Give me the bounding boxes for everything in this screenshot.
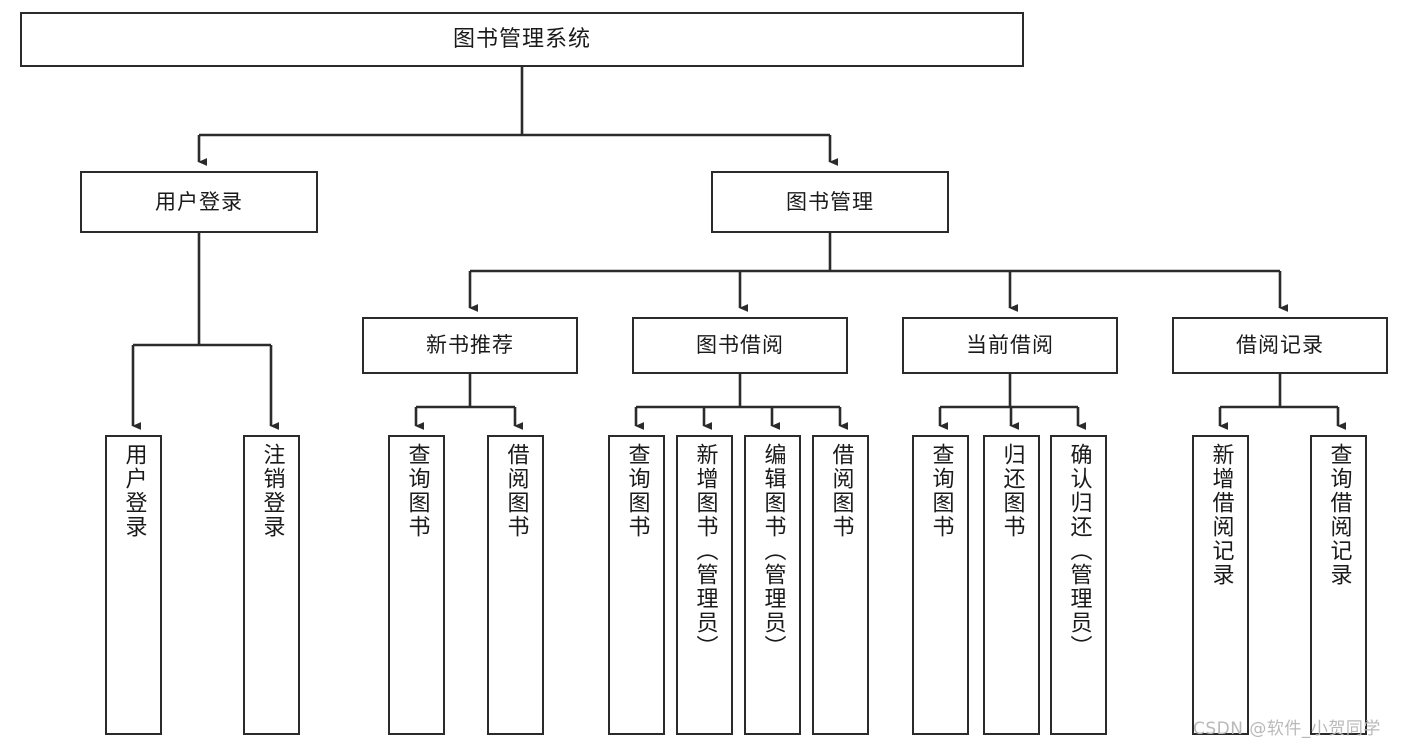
leaf-borrow-lend-book[interactable]: 借阅图书	[812, 435, 869, 735]
node-label: 编辑图书（管理员）	[760, 443, 786, 659]
node-root-system[interactable]: 图书管理系统	[20, 12, 1024, 67]
node-label: 当前借阅	[966, 333, 1054, 358]
leaf-current-return-book[interactable]: 归还图书	[983, 435, 1040, 735]
node-label: 查询图书	[404, 443, 430, 539]
node-label: 图书借阅	[696, 333, 784, 358]
node-label: 确认归还（管理员）	[1066, 443, 1092, 659]
node-current-borrow[interactable]: 当前借阅	[902, 317, 1118, 374]
node-label: 借阅图书	[828, 443, 854, 539]
node-user-login[interactable]: 用户登录	[80, 171, 318, 233]
node-label: 查询图书	[928, 443, 954, 539]
leaf-current-confirm-return[interactable]: 确认归还（管理员）	[1050, 435, 1107, 735]
node-label: 借阅记录	[1236, 333, 1324, 358]
leaf-record-query[interactable]: 查询借阅记录	[1310, 435, 1367, 735]
leaf-recommend-borrow-book[interactable]: 借阅图书	[487, 435, 544, 735]
leaf-borrow-edit-book[interactable]: 编辑图书（管理员）	[744, 435, 801, 735]
node-label: 新书推荐	[426, 333, 514, 358]
leaf-record-add[interactable]: 新增借阅记录	[1192, 435, 1249, 735]
node-label: 用户登录	[155, 189, 243, 214]
node-label: 查询借阅记录	[1326, 443, 1352, 587]
leaf-borrow-query-book[interactable]: 查询图书	[608, 435, 665, 735]
node-book-borrow[interactable]: 图书借阅	[632, 317, 848, 374]
leaf-user-logout[interactable]: 注销登录	[243, 435, 300, 735]
csdn-watermark: CSDN @软件_小贺同学	[1193, 719, 1381, 739]
leaf-borrow-add-book[interactable]: 新增图书（管理员）	[676, 435, 733, 735]
leaf-recommend-query-book[interactable]: 查询图书	[388, 435, 445, 735]
node-label: 注销登录	[259, 443, 285, 539]
leaf-current-query-book[interactable]: 查询图书	[912, 435, 969, 735]
node-label: 查询图书	[624, 443, 650, 539]
node-label: 新增借阅记录	[1208, 443, 1234, 587]
node-book-manage[interactable]: 图书管理	[711, 171, 949, 233]
node-label: 图书管理系统	[452, 26, 591, 52]
node-label: 归还图书	[999, 443, 1025, 539]
node-label: 用户登录	[121, 443, 147, 539]
node-label: 借阅图书	[503, 443, 529, 539]
node-label: 新增图书（管理员）	[692, 443, 718, 659]
node-new-book-recommend[interactable]: 新书推荐	[362, 317, 578, 374]
node-borrow-record[interactable]: 借阅记录	[1172, 317, 1388, 374]
leaf-user-login[interactable]: 用户登录	[105, 435, 162, 735]
node-label: 图书管理	[786, 189, 874, 214]
